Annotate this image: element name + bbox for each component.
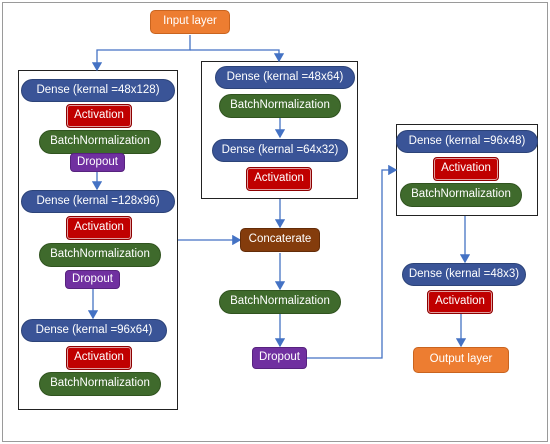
edge-dropout-to-right bbox=[307, 164, 398, 359]
left-activation-3: Activation bbox=[66, 346, 132, 370]
edge-input-split bbox=[91, 35, 191, 72]
middle-batchnorm-1: BatchNormalization bbox=[219, 94, 341, 118]
left-batchnorm-1: BatchNormalization bbox=[39, 130, 161, 154]
merge-batchnorm: BatchNormalization bbox=[219, 290, 341, 314]
right-activation-1: Activation bbox=[433, 157, 499, 181]
left-batchnorm-2: BatchNormalization bbox=[39, 243, 161, 267]
right-activation-2: Activation bbox=[427, 290, 493, 314]
left-dropout-2: Dropout bbox=[65, 270, 120, 289]
edge-input-to-middle bbox=[190, 49, 285, 63]
left-dense-96x64: Dense (kernal =96x64) bbox=[21, 319, 167, 342]
left-batchnorm-3: BatchNormalization bbox=[39, 372, 161, 396]
left-dense-128x96: Dense (kernal =128x96) bbox=[21, 190, 175, 213]
left-activation-2: Activation bbox=[66, 216, 132, 240]
left-activation-1: Activation bbox=[66, 104, 132, 128]
right-dense-48x3: Dense (kernal =48x3) bbox=[402, 263, 526, 286]
right-batchnorm-1: BatchNormalization bbox=[400, 183, 522, 207]
output-layer-node: Output layer bbox=[413, 347, 509, 373]
middle-dense-64x32: Dense (kernal =64x32) bbox=[212, 139, 348, 162]
middle-dense-48x64: Dense (kernal =48x64) bbox=[215, 66, 355, 89]
left-dense-48x128: Dense (kernal =48x128) bbox=[21, 79, 175, 102]
middle-activation-1: Activation bbox=[246, 167, 312, 191]
concatenate-node: Concaterate bbox=[240, 228, 320, 252]
merge-dropout: Dropout bbox=[252, 347, 307, 369]
right-dense-96x48: Dense (kernal =96x48) bbox=[396, 130, 538, 153]
input-layer-node: Input layer bbox=[150, 10, 230, 34]
left-dropout-1: Dropout bbox=[70, 153, 125, 172]
